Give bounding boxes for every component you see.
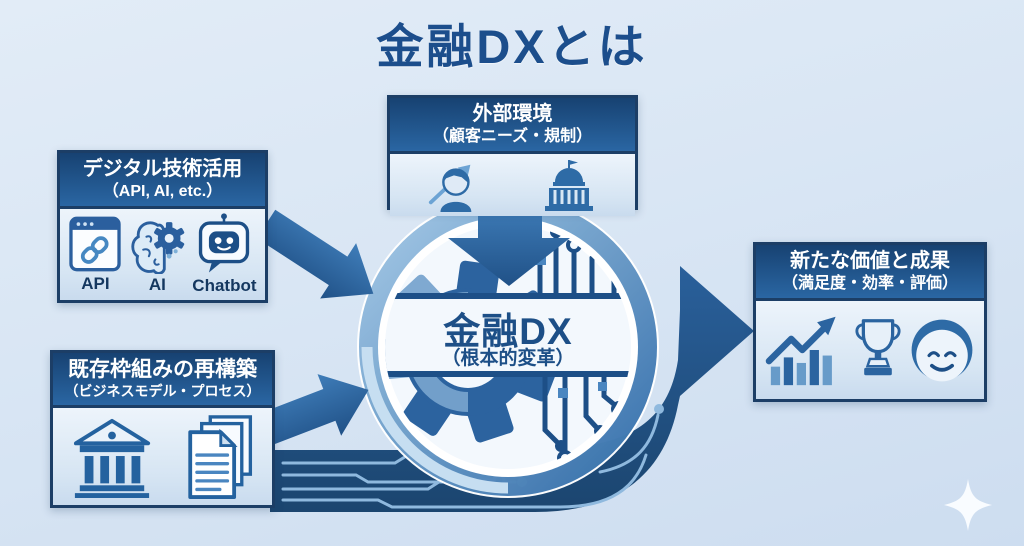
smiley-face-icon [911,319,973,382]
bank-icon [74,418,151,498]
box-framework-title: 既存枠組みの再構築 [68,358,257,381]
ai-brain-gear-icon [131,221,185,275]
arrow-from-digital [256,209,374,299]
trophy-icon [855,319,901,376]
box-framework-subtitle: （ビジネスモデル・プロセス） [64,383,261,400]
box-outcome-header: 新たな価値と成果 （満足度・効率・評価） [756,245,984,299]
center-text-band [385,298,631,372]
documents-icon [188,414,252,499]
box-outcome-title: 新たな価値と成果 [790,250,950,272]
box-framework-body [53,405,272,505]
api-window-icon [69,216,122,272]
digital-item-api: API [68,215,122,294]
box-external-header: 外部環境 （顧客ニーズ・規制） [390,98,635,152]
page-title: 金融DXとは [376,20,648,73]
box-existing-framework: 既存枠組みの再構築 （ビジネスモデル・プロセス） [50,350,275,508]
digital-item-ai: AI [127,214,187,295]
box-digital-title: デジタル技術活用 [82,158,243,180]
arrow-from-external [448,203,570,286]
input-arrows [256,203,570,446]
api-label: API [81,274,110,294]
sparkle-icon [944,479,992,531]
box-digital-header: デジタル技術活用 （API, AI, etc.） [60,153,265,207]
box-external-title: 外部環境 [472,103,553,125]
ai-label: AI [148,275,166,295]
center-label: 金融DX [443,311,573,352]
central-circle [357,196,659,498]
box-digital-body: API A [60,206,265,301]
box-digital-tech: デジタル技術活用 （API, AI, etc.） API [57,150,268,303]
box-external-body [390,151,635,217]
box-outcome-subtitle: （満足度・効率・評価） [781,275,958,292]
chatbot-icon [199,213,250,273]
box-new-value-outcomes: 新たな価値と成果 （満足度・効率・評価） [753,242,987,402]
chatbot-label: Chatbot [192,276,257,296]
box-framework-header: 既存枠組みの再構築 （ビジネスモデル・プロセス） [53,353,272,406]
growth-chart-icon [766,316,836,386]
swirl-highlight [361,346,509,494]
box-digital-subtitle: （API, AI, etc.） [102,183,223,200]
person-growth-icon [428,164,472,213]
box-outcome-body [756,298,984,399]
center-sublabel: （根本的変革） [441,348,575,369]
government-building-icon [545,160,594,212]
box-external-subtitle: （顧客ニーズ・規制） [432,128,593,145]
digital-item-chatbot: Chatbot [192,213,257,296]
box-external-environment: 外部環境 （顧客ニーズ・規制） [387,95,638,217]
arrow-from-framework [257,374,369,446]
